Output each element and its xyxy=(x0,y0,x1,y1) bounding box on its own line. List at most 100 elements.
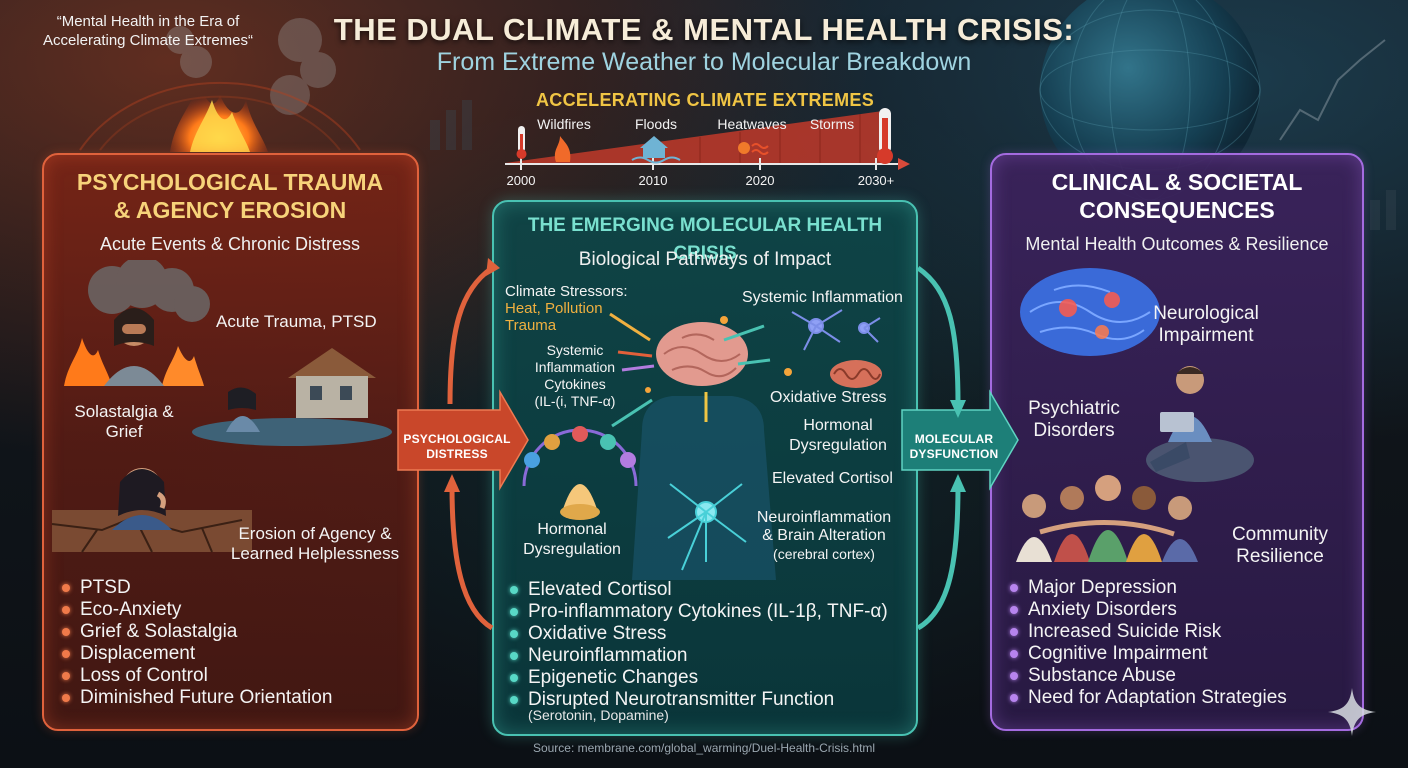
list-item: Substance Abuse xyxy=(1006,665,1356,687)
distressed-person-art xyxy=(104,308,164,386)
label-solastalgia-line1: Solastalgia & xyxy=(74,402,174,421)
stressors-label-line: Climate Stressors: xyxy=(505,283,628,300)
list-item: Epigenetic Changes xyxy=(506,667,911,689)
molecular-illustrations xyxy=(522,309,882,580)
consequences-panel-title: CLINICAL & SOCIETAL CONSEQUENCES xyxy=(995,168,1359,224)
label-community-resilience: Community Resilience xyxy=(1222,524,1338,568)
glowing-neuron-art xyxy=(667,483,747,571)
community-group-art xyxy=(1016,475,1198,562)
hormonal-right-line2: Dysregulation xyxy=(789,437,887,454)
cracked-earth-art xyxy=(51,510,252,553)
inflammation-spark-icons xyxy=(645,316,792,393)
molecular-dysfunction-arrow xyxy=(901,389,1019,491)
psych-disorders-line1: Psychiatric xyxy=(1028,398,1120,419)
molecular-panel-title: THE EMERGING MOLECULAR HEALTH CRISIS xyxy=(527,215,883,264)
inflam-line4: (IL-(i, TNF-α) xyxy=(534,393,616,409)
sparkle-icon xyxy=(1328,688,1376,736)
psych-distress-label: PSYCHOLOGICAL DISTRESS xyxy=(398,432,516,462)
list-item: Diminished Future Orientation xyxy=(58,687,408,709)
timeline-year-2020: 2020 xyxy=(745,173,775,188)
feedback-arrow-up-right xyxy=(916,485,961,631)
consequences-list: Major Depression Anxiety Disorders Incre… xyxy=(1006,577,1356,709)
trauma-panel-title: PSYCHOLOGICAL TRAUMA & AGENCY EROSION xyxy=(50,168,410,224)
psych-distress-line1: PSYCHOLOGICAL xyxy=(403,432,511,446)
stressors-heat-pollution: Heat, Pollution xyxy=(505,300,603,317)
stressors-trauma: Trauma xyxy=(505,317,557,334)
list-item: Elevated Cortisol xyxy=(506,579,911,601)
list-item: Loss of Control xyxy=(58,665,408,687)
timeline-arrow-head xyxy=(898,158,910,170)
fire-art xyxy=(64,338,112,386)
label-solastalgia-line2: Grief xyxy=(105,422,143,441)
consequences-title-line2: CONSEQUENCES xyxy=(1079,197,1275,223)
psych-distress-arrow xyxy=(397,389,529,491)
timeline-year-2000: 2000 xyxy=(506,173,536,188)
community-line2: Resilience xyxy=(1236,546,1324,567)
neuro-line3: (cerebral cortex) xyxy=(773,546,875,562)
arrow-to-hormones xyxy=(611,398,653,428)
neuro-impair-line2: Impairment xyxy=(1158,325,1254,346)
consequences-illustrations xyxy=(1016,268,1254,562)
flame-icon xyxy=(554,136,571,162)
feedback-arrow-down-left xyxy=(449,485,494,631)
molecular-dysfunction-line1: MOLECULAR xyxy=(914,432,994,446)
trauma-title-line2: & AGENCY EROSION xyxy=(113,197,347,223)
hormone-molecule-wheel xyxy=(522,426,638,520)
label-erosion-line2: Learned Helplessness xyxy=(230,544,400,563)
molecular-dysfunction-label: MOLECULAR DYSFUNCTION xyxy=(900,432,1008,462)
list-item: PTSD xyxy=(58,577,408,599)
thermometer-icon-large xyxy=(877,108,893,164)
consequences-panel-subtitle: Mental Health Outcomes & Resilience xyxy=(1025,234,1329,254)
timeline-event-heatwaves: Heatwaves xyxy=(717,116,787,132)
neuro-line2: & Brain Alteration xyxy=(762,527,886,544)
list-item: Increased Suicide Risk xyxy=(1006,621,1356,643)
main-title: THE DUAL CLIMATE & MENTAL HEALTH CRISIS: xyxy=(333,12,1075,47)
label-erosion-agency: Erosion of Agency & Learned Helplessness xyxy=(222,524,408,564)
list-item: Neuroinflammation xyxy=(506,645,911,667)
list-item: Cognitive Impairment xyxy=(1006,643,1356,665)
label-acute-trauma: Acute Trauma, PTSD xyxy=(216,312,377,331)
crouching-person-art xyxy=(226,387,260,432)
source-citation: Source: membrane.com/global_warming/Duel… xyxy=(532,741,876,755)
timeline-event-storms: Storms xyxy=(809,116,855,132)
label-oxidative-stress: Oxidative Stress xyxy=(770,389,887,406)
smoke-cloud-art xyxy=(88,260,210,322)
hormonal-left-line1: Hormonal xyxy=(537,521,607,538)
timeline-title: ACCELERATING CLIMATE EXTREMES xyxy=(535,90,875,110)
person-laptop-art xyxy=(1146,366,1254,482)
label-systemic-inflammation-cytokines: Systemic Inflammation Cytokines (IL-(i, … xyxy=(512,342,638,410)
label-climate-stressors: Climate Stressors: Heat, Pollution Traum… xyxy=(505,283,628,334)
mitochondrion-icon xyxy=(830,360,882,388)
label-neuroinflammation: Neuroinflammation & Brain Alteration (ce… xyxy=(744,509,904,563)
hormonal-right-line1: Hormonal xyxy=(803,417,873,434)
list-item: Need for Adaptation Strategies xyxy=(1006,687,1356,709)
list-item: Oxidative Stress xyxy=(506,623,911,645)
label-solastalgia: Solastalgia & Grief xyxy=(64,402,184,442)
stressor-arrows xyxy=(609,312,771,422)
molecular-panel-subtitle: Biological Pathways of Impact xyxy=(578,249,832,270)
trauma-panel-subtitle: Acute Events & Chronic Distress xyxy=(99,234,361,254)
brain-icon xyxy=(656,322,748,386)
list-item: Major Depression xyxy=(1006,577,1356,599)
feedback-arrow-down-right xyxy=(916,265,961,405)
trauma-illustrations xyxy=(51,260,392,553)
list-item: Displacement xyxy=(58,643,408,665)
hormonal-left-line2: Dysregulation xyxy=(523,541,621,558)
neurotransmitter-note: (Serotonin, Dopamine) xyxy=(528,707,669,723)
inflam-line1: Systemic xyxy=(546,342,604,358)
neuro-line1: Neuroinflammation xyxy=(756,509,892,526)
label-hormonal-dysregulation-right: Hormonal Dysregulation xyxy=(778,416,898,456)
label-hormonal-dysregulation-left: Hormonal Dysregulation xyxy=(508,520,636,560)
smoke-art xyxy=(166,18,336,115)
brain-icon xyxy=(1020,268,1160,356)
timeline-year-2010: 2010 xyxy=(638,173,668,188)
molecular-list: Elevated Cortisol Pro-inflammatory Cytok… xyxy=(506,579,911,711)
list-item: Eco-Anxiety xyxy=(58,599,408,621)
heatwave-icon xyxy=(738,142,769,155)
flooded-house-art xyxy=(192,348,392,446)
community-line1: Community xyxy=(1231,524,1329,545)
label-systemic-inflammation: Systemic Inflammation xyxy=(742,289,903,306)
psych-distress-line2: DISTRESS xyxy=(426,447,488,461)
